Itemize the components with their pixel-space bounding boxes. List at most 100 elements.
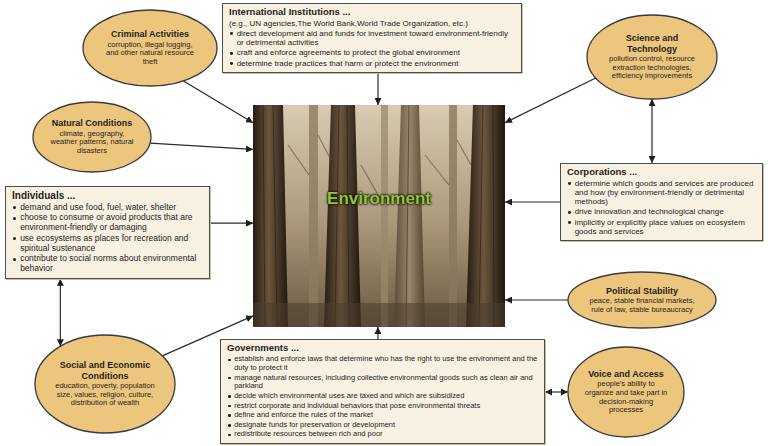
bullet-item: establish and enforce laws that determin… [227, 355, 538, 372]
tree-trunk [324, 105, 361, 327]
bullet-item: craft and enforce agreements to protect … [229, 48, 515, 57]
bullet-text: use ecosystems as places for recreation … [20, 234, 203, 254]
ellipse-shape [568, 347, 684, 437]
bullet-dot [13, 217, 16, 220]
bullet-dot [228, 359, 231, 362]
arrow-connector [210, 223, 253, 224]
box-heading: Corporations ... [567, 167, 756, 178]
bullet-text: direct development aid and funds for inv… [237, 29, 515, 47]
factor-ellipse: Science and Technologypollution control,… [586, 14, 718, 100]
arrow-connector [377, 327, 378, 339]
forest-photo [253, 105, 505, 327]
arrow-connector [60, 279, 61, 346]
actor-box: International Institutions ...(e.g., UN … [222, 3, 522, 73]
far-trunk [449, 105, 457, 327]
bullet-text: establish and enforce laws that determin… [234, 355, 538, 372]
bullet-dot [228, 377, 231, 380]
bullet-dot [568, 182, 571, 185]
bark-streaks [263, 105, 494, 327]
ellipse-heading: Social and Economic Conditions [54, 360, 156, 381]
forest-floor [253, 303, 505, 327]
ellipse-shape [83, 10, 217, 86]
bullet-item: determine trade practices that harm or p… [229, 59, 515, 68]
bullet-item: manage natural resources, including coll… [227, 374, 538, 391]
bullet-text: redistribute resources between rich and … [234, 430, 538, 439]
bullet-dot [228, 395, 231, 398]
bullet-item: implicitly or explicitly place values on… [567, 218, 756, 236]
bullet-text: manage natural resources, including coll… [234, 374, 538, 391]
ellipse-text: people’s ability to organize and take pa… [582, 380, 669, 415]
ellipse-content: Science and Technologypollution control,… [604, 33, 699, 81]
factor-ellipse: Voice and Accesspeople’s ability to orga… [567, 346, 685, 438]
bullet-dot [230, 52, 233, 55]
bullet-item: decide which environmental uses are taxe… [227, 392, 538, 401]
box-heading: Governments ... [227, 343, 538, 354]
factor-ellipse: Political Stabilitypeace, stable financi… [567, 271, 717, 329]
ellipse-content: Voice and Accesspeople’s ability to orga… [582, 369, 669, 415]
factor-ellipse: Criminal Activities corruption, illegal l… [82, 9, 218, 87]
bullet-item: direct development aid and funds for inv… [229, 29, 515, 47]
arrow-connector [184, 81, 254, 123]
bullet-text: determine trade practices that harm or p… [237, 59, 515, 68]
arrow-connector [150, 143, 253, 149]
box-heading: Individuals ... [12, 190, 203, 202]
ellipse-heading: Natural Conditions [49, 118, 135, 128]
bullet-dot [568, 211, 571, 214]
photo-background [253, 105, 505, 327]
bullet-text: choose to consume or avoid products that… [20, 213, 203, 233]
bullet-item: define and enforce the rules of the mark… [227, 411, 538, 420]
bullet-item: redistribute resources between rich and … [227, 430, 538, 439]
ellipse-text: corruption, illegal logging, and other n… [101, 41, 199, 67]
bullet-dot [568, 221, 571, 224]
bullet-text: demand and use food, fuel, water, shelte… [20, 203, 203, 213]
ellipse-content: Natural Conditions climate, geography, we… [49, 118, 135, 155]
ellipse-shape [35, 335, 175, 433]
bullet-item: choose to consume or avoid products that… [12, 213, 203, 233]
ellipse-heading: Science and Technology [604, 33, 699, 54]
bullet-item: use ecosystems as places for recreation … [12, 234, 203, 254]
bullet-dot [228, 405, 231, 408]
bullet-dot [13, 206, 16, 209]
ellipse-text: pollution control, resource extraction t… [604, 55, 699, 81]
arrow-connector [651, 99, 652, 163]
bullet-dot [228, 424, 231, 427]
ellipse-text: climate, geography, weather patterns, na… [49, 130, 135, 156]
actor-box: Individuals ...demand and use food, fuel… [5, 186, 210, 279]
far-trunk [309, 105, 318, 327]
bullet-dot [13, 237, 16, 240]
ellipse-heading: Voice and Access [582, 369, 669, 379]
ellipse-heading: Political Stability [588, 286, 696, 296]
ellipse-content: Social and Economic Conditionseducation,… [54, 360, 156, 408]
ellipse-shape [587, 15, 717, 99]
arrow-connector [505, 299, 568, 300]
ellipse-shape [33, 102, 151, 172]
environment-label: Environment [253, 189, 505, 209]
arrow-connector [545, 391, 568, 392]
bullet-dot [230, 62, 233, 65]
arrow-connector [505, 201, 560, 202]
bullet-text: restrict corporate and individual behavi… [234, 402, 538, 411]
tree-trunk [253, 105, 288, 327]
ellipse-text: peace, stable financial markets, rule of… [588, 297, 696, 314]
ellipse-content: Political Stabilitypeace, stable financi… [588, 286, 696, 315]
ellipse-content: Criminal Activities corruption, illegal l… [101, 29, 199, 66]
box-text: (e.g., UN agencies,The World Bank,World … [229, 19, 515, 28]
bullet-item: contribute to social norms about environ… [12, 254, 203, 274]
factor-ellipse: Social and Economic Conditionseducation,… [34, 334, 176, 434]
ellipse-heading: Criminal Activities [101, 29, 199, 39]
bullet-item: determine which goods and services are p… [567, 179, 756, 207]
factor-ellipse: Natural Conditions climate, geography, we… [32, 101, 152, 173]
bullet-text: decide which environmental uses are taxe… [234, 392, 538, 401]
arrow-connector [505, 78, 596, 123]
bullet-item: restrict corporate and individual behavi… [227, 402, 538, 411]
bullet-dot [228, 414, 231, 417]
bullet-dot [13, 258, 16, 261]
bullet-text: drive innovation and technological chang… [575, 207, 756, 216]
tree-trunk [466, 105, 505, 327]
ellipse-shape [568, 272, 716, 328]
bullet-dot [230, 32, 233, 35]
bullet-text: define and enforce the rules of the mark… [234, 411, 538, 420]
bullet-text: contribute to social norms about environ… [20, 254, 203, 274]
ellipse-text: education, poverty, population size, val… [54, 382, 156, 408]
bullet-item: demand and use food, fuel, water, shelte… [12, 203, 203, 213]
